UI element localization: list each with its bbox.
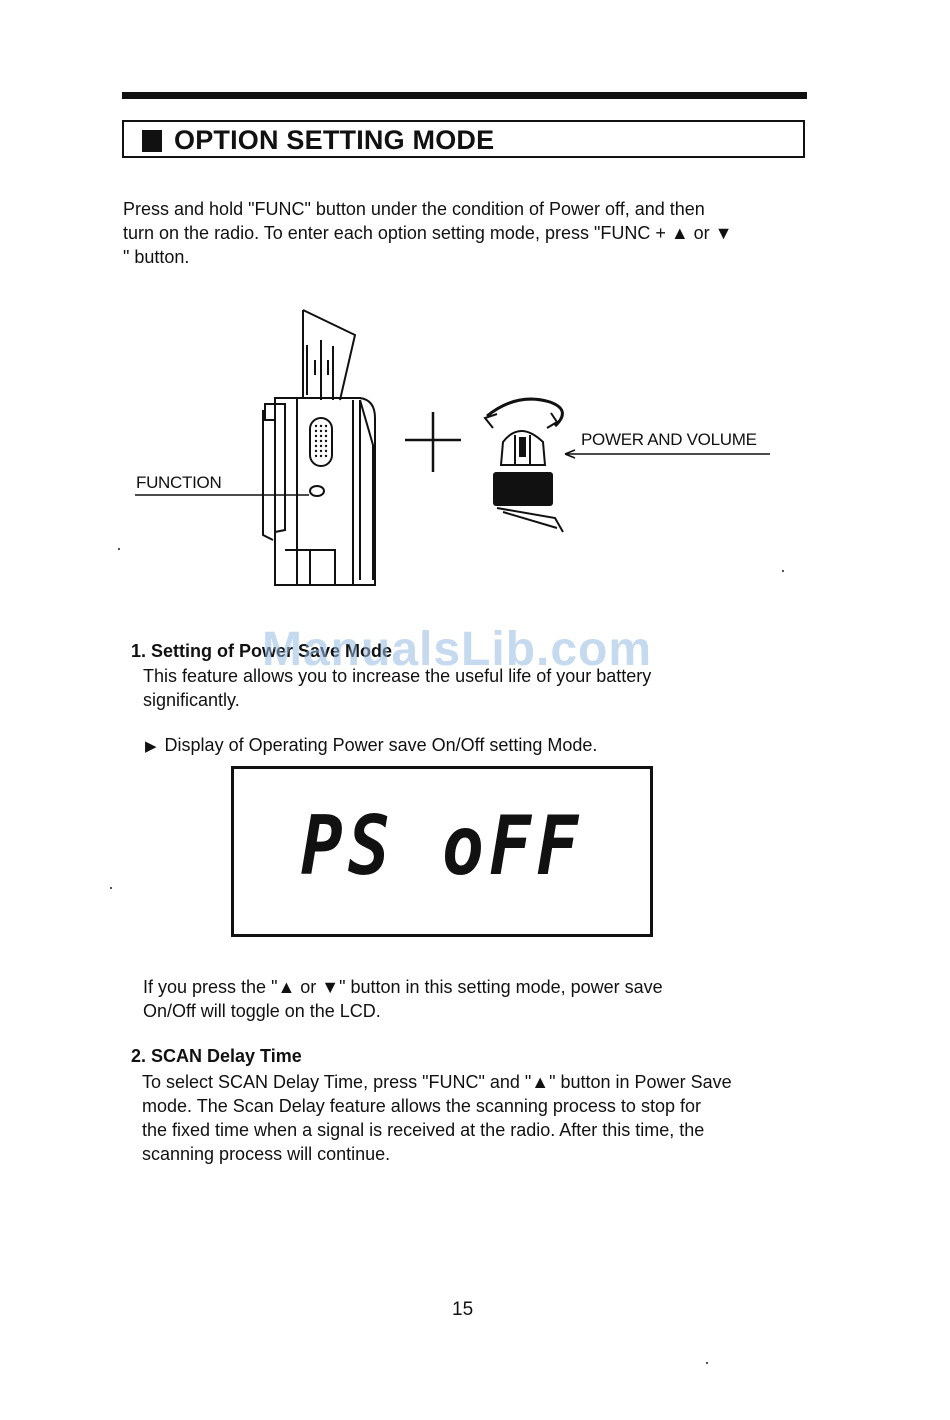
section1-after-line: If you press the "▲ or ▼" button in this… xyxy=(143,977,663,997)
function-label: FUNCTION xyxy=(136,473,222,492)
section1-bullet: ▶ Display of Operating Power save On/Off … xyxy=(145,735,597,756)
section1-body-line: This feature allows you to increase the … xyxy=(143,666,652,686)
intro-paragraph: Press and hold "FUNC" button under the c… xyxy=(123,197,807,269)
section1-after-line: On/Off will toggle on the LCD. xyxy=(143,1001,381,1021)
section1-bullet-text: Display of Operating Power save On/Off s… xyxy=(164,735,598,755)
scan-speck xyxy=(782,570,784,572)
section1-body-line: significantly. xyxy=(143,690,240,710)
section2-body-line: mode. The Scan Delay feature allows the … xyxy=(142,1096,701,1116)
triangle-right-icon: ▶ xyxy=(145,738,157,755)
section1-after: If you press the "▲ or ▼" button in this… xyxy=(143,975,803,1023)
scan-speck xyxy=(706,1362,708,1364)
power-volume-label: POWER AND VOLUME xyxy=(581,430,757,449)
section-title-box: OPTION SETTING MODE xyxy=(122,120,805,158)
title-square-icon xyxy=(142,130,162,152)
section1-body: This feature allows you to increase the … xyxy=(143,664,803,712)
intro-line: " button. xyxy=(123,247,190,267)
lcd-text: PS oFF xyxy=(300,799,584,894)
page-number: 15 xyxy=(452,1299,474,1320)
top-rule xyxy=(122,92,807,99)
section2-body: To select SCAN Delay Time, press "FUNC" … xyxy=(142,1070,807,1166)
section2-body-line: scanning process will continue. xyxy=(142,1144,391,1164)
intro-line: turn on the radio. To enter each option … xyxy=(123,223,733,243)
section2-body-line: To select SCAN Delay Time, press "FUNC" … xyxy=(142,1072,732,1092)
scan-speck xyxy=(118,548,120,550)
section2-heading: 2. SCAN Delay Time xyxy=(131,1046,302,1066)
radio-diagram: FUNCTION POWER AND VOLUME xyxy=(125,300,805,600)
section1-heading: 1. Setting of Power Save Mode xyxy=(131,641,393,661)
lcd-display: PS oFF xyxy=(231,766,653,937)
scan-speck xyxy=(110,887,112,889)
section2-body-line: the fixed time when a signal is received… xyxy=(142,1120,705,1140)
radio-illustration xyxy=(135,309,770,586)
watermark: ManualsLib.com xyxy=(262,623,653,676)
page-title: OPTION SETTING MODE xyxy=(174,125,495,155)
intro-line: Press and hold "FUNC" button under the c… xyxy=(123,199,705,219)
